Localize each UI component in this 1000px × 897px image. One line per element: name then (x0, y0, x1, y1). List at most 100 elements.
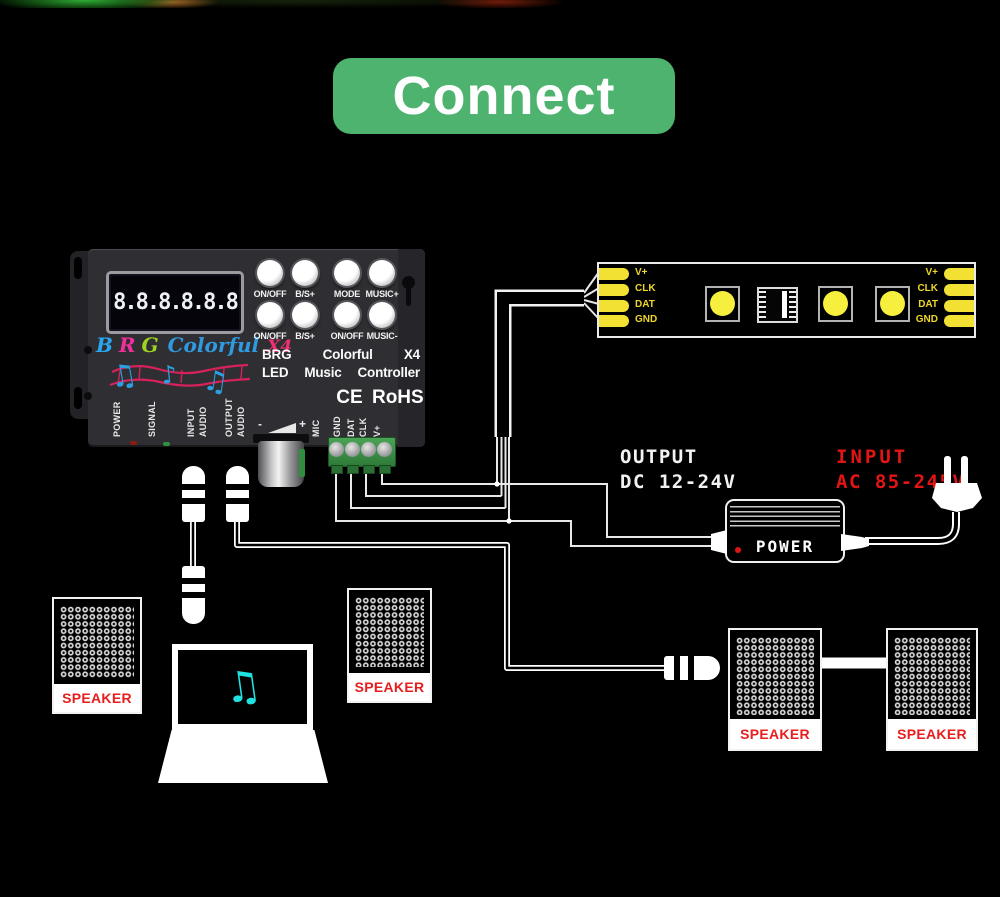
speaker-label: SPEAKER (62, 690, 132, 706)
music-note-icon: ♫ (220, 659, 265, 714)
port-label-dat: DAT (346, 418, 356, 437)
speaker-name-band: SPEAKER (888, 719, 976, 749)
seven-segment-display: 8.8.8.8.8.8 (106, 271, 244, 334)
port-label-output-audio: AUDIO (236, 406, 246, 438)
terminal-pin (331, 465, 343, 474)
port-label-gnd: GND (332, 416, 342, 437)
volume-minus-label: - (258, 417, 262, 431)
strip-pad-left-gnd (599, 315, 629, 327)
photo-fragment-strip (0, 0, 620, 8)
speaker-mesh (60, 606, 134, 678)
connect-banner: Connect (333, 58, 675, 134)
adapter-label: POWER (755, 537, 815, 556)
button-cap (369, 302, 395, 328)
output-value: DC 12-24V (620, 471, 737, 493)
speaker-mesh (736, 637, 814, 715)
ic-legs-left (759, 291, 766, 318)
note-glyph-3: ♫ (201, 363, 230, 399)
terminal-screw-dat (345, 442, 360, 457)
input-value: AC 85-245V (836, 471, 966, 493)
terminal-screw-vplus (377, 442, 392, 457)
strip-pad-left-vplus (599, 268, 629, 280)
led-emitter (823, 291, 848, 316)
button-music-minus: MUSIC- (359, 302, 405, 341)
speaker-mesh (894, 637, 970, 715)
led-chip (705, 286, 740, 322)
strip-label-left-dat: DAT (635, 299, 655, 310)
strip-label-left-vplus: V+ (635, 267, 648, 278)
speaker-name-band: SPEAKER (54, 684, 140, 712)
strip-label-right-gnd: GND (915, 314, 938, 325)
button-cap (292, 260, 318, 286)
driver-ic (757, 287, 798, 323)
strip-drop-wires (496, 436, 510, 521)
power-led (130, 441, 137, 445)
mount-slot (74, 387, 82, 409)
logo-b: B (96, 333, 113, 357)
button-cap (334, 302, 360, 328)
music-notes-decoration: ♫ ♪ ♫ (107, 357, 251, 399)
speaker-mesh (355, 597, 424, 667)
speaker-label: SPEAKER (897, 726, 967, 742)
strip-pad-right-vplus (944, 268, 974, 280)
note-glyph-1: ♫ (107, 357, 140, 396)
strip-pad-left-dat (599, 300, 629, 312)
button-onoff-3: ON/OFF (324, 302, 370, 341)
speaker-name-band: SPEAKER (349, 673, 430, 701)
output-label: OUTPUT (620, 446, 698, 468)
speaker-label: SPEAKER (354, 679, 425, 695)
junction-dots (494, 481, 512, 524)
product-title: BRG Colorful X4 LED Music Controller (262, 347, 420, 380)
led-chip (875, 286, 910, 322)
logo-x4: X4 (267, 337, 293, 357)
ic-marking (782, 291, 787, 318)
source-audio-jack (182, 566, 205, 624)
button-onoff-1: ON/OFF (247, 260, 293, 299)
logo-g: G (141, 333, 159, 357)
ac-plug-prong (961, 456, 968, 484)
button-bs-plus-2: B/S+ (282, 302, 328, 341)
laptop-screen: ♫ (172, 644, 313, 730)
port-label-input: INPUT (186, 408, 196, 438)
strip-pad-right-dat (944, 300, 974, 312)
strip-label-right-vplus: V+ (925, 267, 938, 278)
led-emitter (880, 291, 905, 316)
ic-legs-right (789, 291, 796, 318)
strip-pad-left-clk (599, 284, 629, 296)
keyhole-icon (402, 276, 415, 289)
logo-word: Colorful (167, 333, 260, 357)
strip-label-right-clk: CLK (917, 283, 938, 294)
strip-pad-right-clk (944, 284, 974, 296)
wire-dat (350, 468, 506, 509)
keyhole-icon (406, 285, 411, 306)
terminal-pin (379, 465, 391, 474)
button-cap (334, 260, 360, 286)
port-label-input-audio: AUDIO (198, 406, 208, 438)
adapter-status-led (735, 547, 741, 553)
terminal-screw-gnd (329, 442, 344, 457)
port-label-signal: SIGNAL (147, 401, 157, 437)
led-strip: V+ CLK DAT GND V+ CLK DAT GND (597, 262, 976, 338)
input-label: INPUT (836, 446, 909, 468)
input-audio-jack (182, 466, 205, 522)
port-label-mic: MIC (311, 419, 321, 437)
volume-plus-label: + (299, 417, 307, 431)
terminal-screw-clk (361, 442, 376, 457)
output-audio-jack (226, 466, 249, 522)
port-label-power: POWER (112, 401, 122, 437)
logo-r: R (118, 333, 136, 357)
volume-knob (258, 441, 304, 487)
button-cap (257, 260, 283, 286)
strip-pad-right-gnd (944, 315, 974, 327)
signal-led (163, 442, 170, 446)
speaker-box-2: SPEAKER (347, 588, 432, 703)
port-label-output: OUTPUT (224, 398, 234, 437)
button-onoff-2: ON/OFF (247, 302, 293, 341)
led-emitter (710, 291, 735, 316)
power-adapter: POWER (725, 499, 845, 563)
port-label-vplus: V+ (372, 425, 382, 437)
volume-wedge-icon (268, 423, 296, 433)
controller-mount-ear (70, 251, 92, 419)
ac-plug-prong (944, 456, 951, 484)
